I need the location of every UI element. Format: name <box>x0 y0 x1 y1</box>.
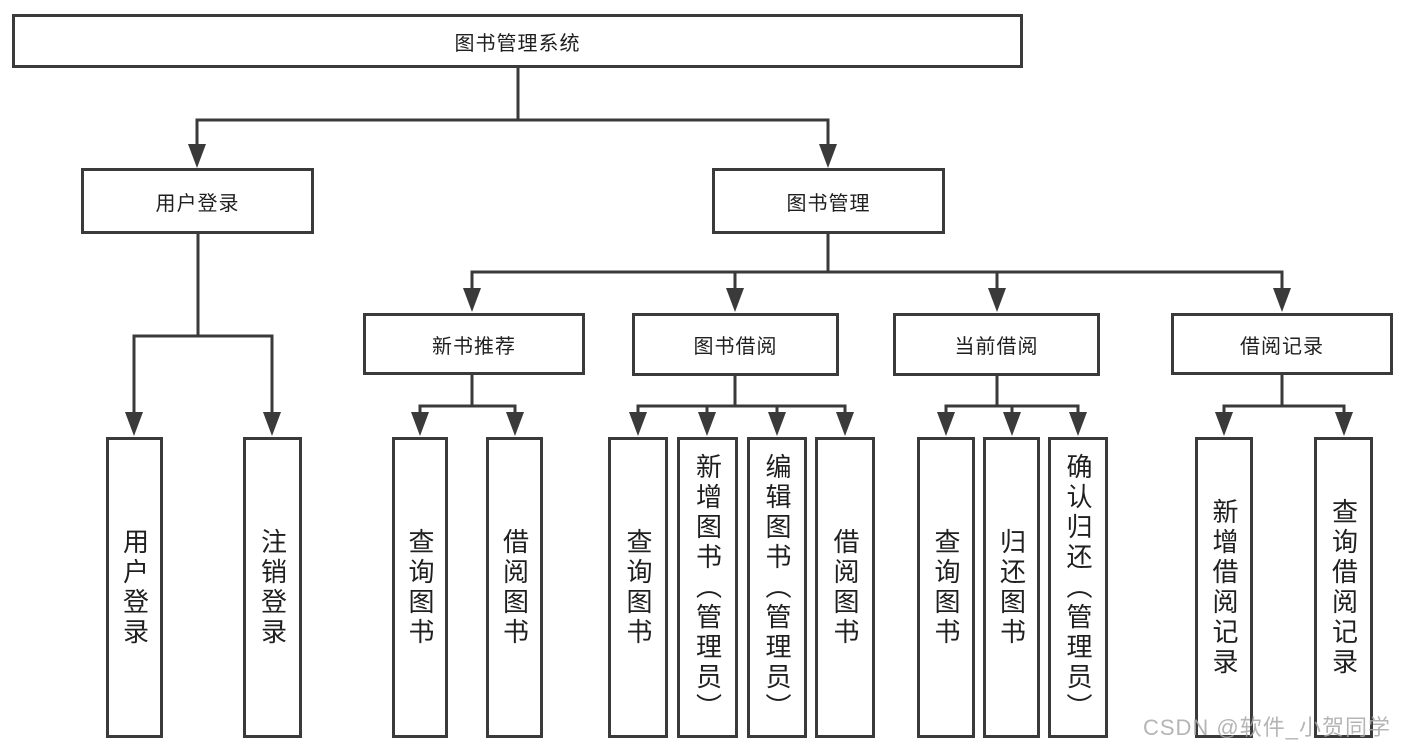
node-root-label: 图书管理系统 <box>454 32 581 55</box>
leaf-query-books-recommend: 查询图书 <box>392 437 448 738</box>
leaf-borrow-books-label: 借阅图书 <box>830 527 860 648</box>
node-new-book-recommend-label: 新书推荐 <box>432 335 516 358</box>
node-borrow-records: 借阅记录 <box>1171 313 1393 375</box>
leaf-user-login: 用户登录 <box>106 437 163 738</box>
leaf-query-books-current-label: 查询图书 <box>931 527 961 648</box>
node-new-book-recommend: 新书推荐 <box>363 313 585 375</box>
leaf-add-borrow-record-label: 新增借阅记录 <box>1209 497 1239 678</box>
node-book-borrow: 图书借阅 <box>632 313 839 376</box>
leaf-add-borrow-record: 新增借阅记录 <box>1195 437 1253 738</box>
connector-new-book-recommend-children <box>411 373 524 436</box>
leaf-user-login-label: 用户登录 <box>119 527 150 648</box>
node-current-borrow-label: 当前借阅 <box>954 336 1039 358</box>
leaf-add-book-admin-label: 新增图书（管理员） <box>692 452 723 723</box>
connector-user-login-children <box>125 232 281 436</box>
node-book-borrow-label: 图书借阅 <box>693 336 778 358</box>
leaf-logout: 注销登录 <box>243 437 302 738</box>
leaf-query-books-borrow-label: 查询图书 <box>623 527 653 648</box>
leaf-return-book-label: 归还图书 <box>996 527 1027 648</box>
leaf-edit-book-admin: 编辑图书（管理员） <box>747 437 807 738</box>
connector-current-borrow-children <box>937 374 1087 436</box>
leaf-edit-book-admin-label: 编辑图书（管理员） <box>762 452 792 723</box>
node-book-management: 图书管理 <box>712 168 945 234</box>
leaf-return-book: 归还图书 <box>983 437 1040 738</box>
csdn-watermark: CSDN @软件_小贺同学 <box>1142 715 1391 740</box>
connector-book-borrow-children <box>629 374 854 436</box>
leaf-query-books-borrow: 查询图书 <box>608 437 668 738</box>
leaf-query-books-current: 查询图书 <box>917 437 975 738</box>
leaf-borrow-books-recommend: 借阅图书 <box>486 437 543 738</box>
node-book-management-label: 图书管理 <box>786 192 871 215</box>
node-user-login: 用户登录 <box>81 168 314 234</box>
leaf-logout-label: 注销登录 <box>257 527 288 648</box>
node-current-borrow: 当前借阅 <box>893 313 1100 376</box>
connector-book-management-children <box>463 232 1291 312</box>
node-borrow-records-label: 借阅记录 <box>1240 335 1324 358</box>
leaf-borrow-books-recommend-label: 借阅图书 <box>499 527 530 648</box>
leaf-add-book-admin: 新增图书（管理员） <box>677 437 738 738</box>
leaf-confirm-return-admin: 确认归还（管理员） <box>1048 437 1108 738</box>
leaf-borrow-books: 借阅图书 <box>815 437 875 738</box>
connector-root-to-level2 <box>188 66 837 168</box>
connector-borrow-records-children <box>1215 373 1353 436</box>
leaf-query-books-recommend-label: 查询图书 <box>405 527 435 648</box>
leaf-query-borrow-record: 查询借阅记录 <box>1314 437 1373 738</box>
node-root: 图书管理系统 <box>12 14 1023 68</box>
leaf-confirm-return-admin-label: 确认归还（管理员） <box>1063 452 1093 723</box>
leaf-query-borrow-record-label: 查询借阅记录 <box>1328 497 1359 678</box>
node-user-login-label: 用户登录 <box>155 192 240 215</box>
